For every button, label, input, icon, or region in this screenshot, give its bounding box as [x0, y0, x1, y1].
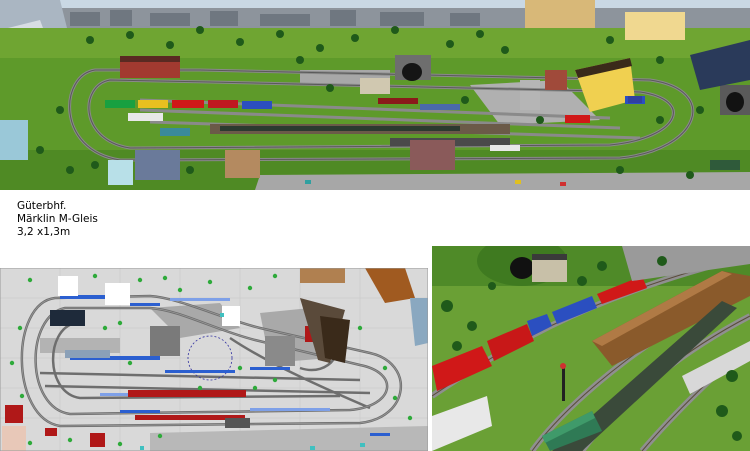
track-plan-image: [0, 268, 428, 451]
caption-title: Güterbhf.: [17, 200, 67, 212]
layout-3d-overview-image: [0, 0, 750, 190]
caption-dimensions: 3,2 x1,3m: [17, 226, 71, 238]
station-3d-closeup-image: [432, 246, 750, 451]
layout-caption: Güterbhf. Märklin M-Gleis 3,2 x1,3m: [17, 200, 98, 239]
caption-track-system: Märklin M-Gleis: [17, 213, 98, 225]
